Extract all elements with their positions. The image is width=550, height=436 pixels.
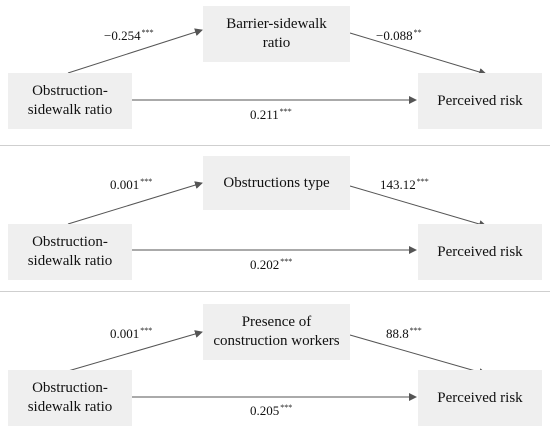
outcome-box: Perceived risk <box>418 224 542 280</box>
panel-divider <box>0 145 550 146</box>
b-path-arrow <box>349 334 487 376</box>
path-arrows <box>67 28 487 104</box>
a-path-coefficient: 0.001*** <box>110 177 153 192</box>
predictor-box: Obstruction- sidewalk ratio <box>8 224 132 280</box>
a-path-arrow <box>67 28 203 74</box>
mediation-panel-barrier: Barrier-sidewalk ratio Obstruction- side… <box>0 0 550 140</box>
b-path-coefficient: 143.12*** <box>380 177 429 192</box>
mediator-box: Presence of construction workers <box>203 304 350 360</box>
a-path-coefficient: −0.254*** <box>104 28 154 43</box>
mediation-panel-obstruction-type: Obstructions type Obstruction- sidewalk … <box>0 150 550 290</box>
direct-path-coefficient: 0.211*** <box>250 107 292 122</box>
b-path-arrow <box>349 185 487 228</box>
predictor-box: Obstruction- sidewalk ratio <box>8 73 132 129</box>
mediator-box: Obstructions type <box>203 156 350 210</box>
outcome-box: Perceived risk <box>418 370 542 426</box>
direct-path-coefficient: 0.205*** <box>250 403 293 418</box>
mediation-panel-construction-workers: Presence of construction workers Obstruc… <box>0 296 550 436</box>
a-path-arrow <box>67 181 203 225</box>
panel-divider <box>0 291 550 292</box>
b-path-arrow <box>349 32 487 76</box>
direct-path-coefficient: 0.202*** <box>250 257 293 272</box>
b-path-coefficient: 88.8*** <box>386 326 422 341</box>
predictor-box: Obstruction- sidewalk ratio <box>8 370 132 426</box>
b-path-coefficient: −0.088** <box>376 28 422 43</box>
path-arrows <box>67 181 487 254</box>
a-path-coefficient: 0.001*** <box>110 326 153 341</box>
outcome-box: Perceived risk <box>418 73 542 129</box>
mediator-box: Barrier-sidewalk ratio <box>203 6 350 62</box>
path-arrows <box>67 330 487 401</box>
a-path-arrow <box>67 330 203 372</box>
